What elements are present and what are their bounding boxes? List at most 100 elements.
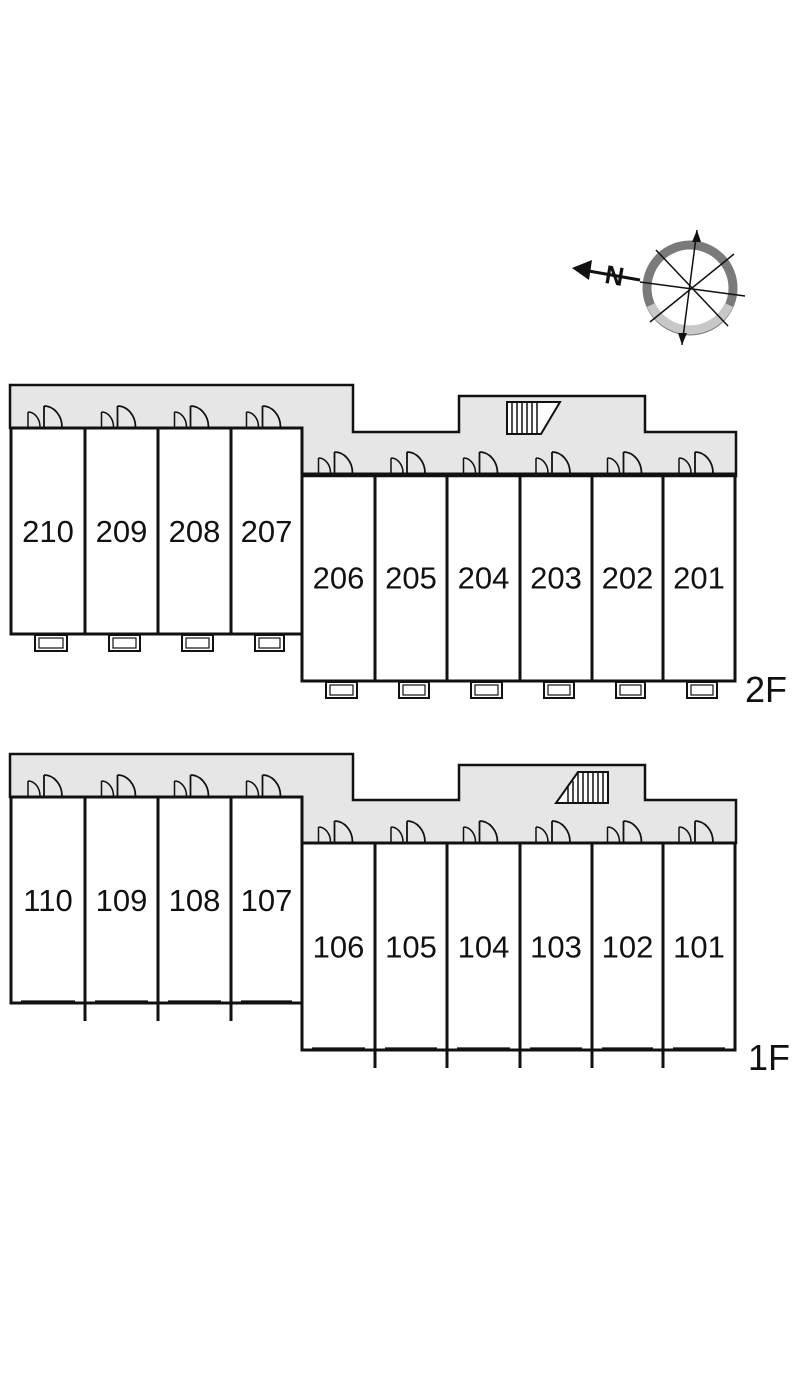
unit-number: 210 — [22, 514, 74, 549]
compass-needle-head — [692, 230, 701, 242]
unit: 108 — [156, 774, 233, 1005]
balcony-rail — [329, 684, 354, 696]
unit: 201 — [661, 451, 737, 683]
door-swing — [551, 820, 571, 843]
door-swing — [535, 826, 549, 843]
unit: 104 — [445, 820, 522, 1052]
staircase-treads — [567, 773, 604, 802]
door-swing — [318, 457, 332, 474]
unit-number: 101 — [673, 930, 725, 965]
unit-number: 209 — [96, 514, 148, 549]
door-swing — [406, 820, 426, 843]
unit: 103 — [518, 820, 594, 1052]
unit-number: 105 — [385, 930, 437, 965]
compass-line-c — [649, 253, 735, 323]
door-swing — [246, 411, 260, 428]
unit-number: 203 — [530, 561, 582, 596]
corridor-2f — [8, 383, 738, 478]
terraces-1f — [21, 1000, 725, 1068]
unit: 208 — [156, 405, 233, 636]
unit-number: 108 — [169, 883, 221, 918]
door-swing — [174, 411, 188, 428]
unit: 110 — [9, 774, 87, 1005]
door-swing — [27, 411, 41, 428]
unit-number: 110 — [23, 883, 72, 918]
unit-number: 202 — [602, 561, 654, 596]
door-swing — [463, 826, 477, 843]
balcony — [325, 681, 358, 699]
door-swing — [117, 405, 137, 428]
staircase-2f — [506, 401, 562, 435]
unit-number: 207 — [241, 514, 293, 549]
unit-number: 206 — [313, 561, 365, 596]
door-swing — [318, 826, 332, 843]
unit: 207 — [229, 405, 304, 636]
unit: 109 — [83, 774, 160, 1005]
door-swing — [334, 451, 354, 474]
staircase-1f — [554, 771, 609, 804]
balcony — [254, 634, 285, 652]
door-swing — [190, 774, 210, 797]
unit-room — [661, 841, 737, 1052]
unit-number: 208 — [169, 514, 221, 549]
unit: 205 — [373, 451, 449, 683]
door-swing — [623, 451, 643, 474]
door-swing — [43, 774, 63, 797]
balcony — [34, 634, 68, 652]
balcony — [686, 681, 718, 699]
floor-label-2f: 2F — [745, 669, 787, 710]
unit: 210 — [9, 405, 87, 636]
balcony-rail — [619, 684, 642, 696]
door-swing — [406, 451, 426, 474]
door-swing — [390, 826, 404, 843]
unit-number: 205 — [385, 561, 437, 596]
balcony — [181, 634, 214, 652]
unit: 206 — [300, 451, 377, 683]
unit: 204 — [445, 451, 522, 683]
north-arrow-head — [572, 260, 592, 280]
balcony — [543, 681, 575, 699]
door-swing — [101, 411, 115, 428]
staircase-treads — [511, 403, 538, 433]
balcony — [108, 634, 141, 652]
door-swing — [623, 820, 643, 843]
door-swing — [551, 451, 571, 474]
balcony — [398, 681, 430, 699]
north-arrow-line — [582, 268, 641, 282]
unit: 105 — [373, 820, 449, 1052]
balcony — [470, 681, 503, 699]
balcony-rail — [185, 637, 210, 649]
door-swing — [607, 457, 621, 474]
door-swing — [463, 457, 477, 474]
door-swing — [43, 405, 63, 428]
unit: 106 — [300, 820, 377, 1052]
unit-number: 201 — [673, 561, 725, 596]
door-swing — [694, 451, 714, 474]
balcony-rail — [474, 684, 499, 696]
balcony-rail — [112, 637, 137, 649]
balcony-rail — [258, 637, 281, 649]
door-swing — [678, 457, 692, 474]
unit: 209 — [83, 405, 160, 636]
unit-number: 103 — [530, 930, 582, 965]
door-swing — [27, 780, 41, 797]
door-swing — [479, 451, 499, 474]
unit-number: 107 — [241, 883, 293, 918]
balcony-rail — [402, 684, 426, 696]
compass-north-label: N — [603, 259, 627, 292]
door-swing — [334, 820, 354, 843]
door-swing — [174, 780, 188, 797]
unit-number: 104 — [458, 930, 510, 965]
door-swing — [117, 774, 137, 797]
balcony-rail — [547, 684, 571, 696]
unit-number: 109 — [96, 883, 148, 918]
unit: 107 — [229, 774, 304, 1005]
door-swing — [694, 820, 714, 843]
floor-label-1f: 1F — [748, 1037, 790, 1078]
unit: 202 — [590, 451, 665, 683]
door-swing — [262, 405, 282, 428]
unit: 102 — [590, 820, 665, 1052]
